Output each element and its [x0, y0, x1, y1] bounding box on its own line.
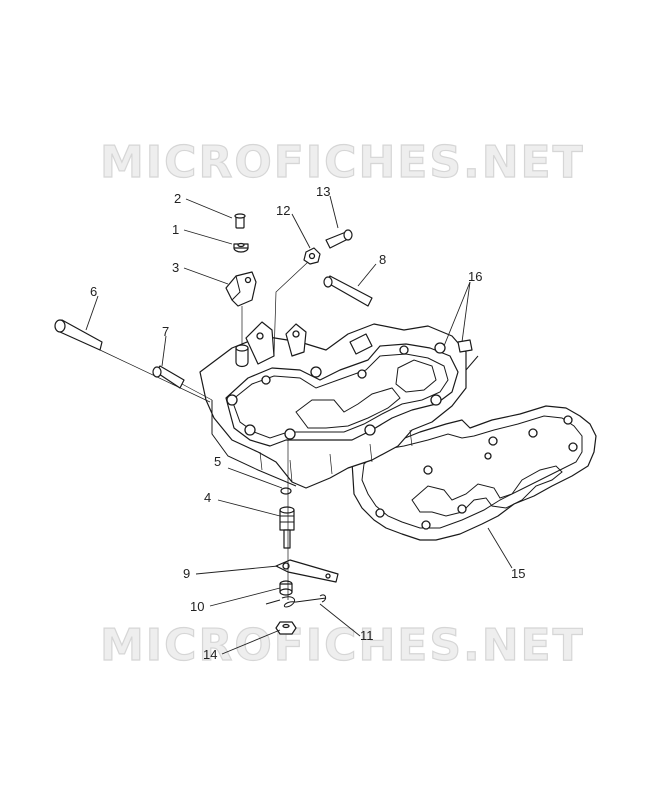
- leader-lines: [85, 195, 513, 655]
- callout-1: 1: [172, 222, 179, 237]
- bolt-13: [325, 229, 353, 249]
- bolt-8: [323, 275, 373, 307]
- lever-9: [275, 559, 339, 583]
- callout-12: 12: [276, 203, 290, 218]
- shaft-4: [279, 506, 295, 549]
- bolt-6: [54, 319, 211, 403]
- screw-2: [234, 213, 246, 229]
- callout-15: 15: [511, 566, 525, 581]
- callout-14: 14: [203, 647, 217, 662]
- callout-3: 3: [172, 260, 179, 275]
- callout-5: 5: [214, 454, 221, 469]
- nut-12: [273, 247, 321, 357]
- callout-7: 7: [162, 324, 169, 339]
- bolt-7: [152, 365, 213, 401]
- nut-14: [275, 621, 297, 635]
- callout-4: 4: [204, 490, 211, 505]
- callout-2: 2: [174, 191, 181, 206]
- spring-11: [265, 594, 327, 608]
- callout-labels: 1 2 3 4 5 6 7 8 9 10 11 12 13 14 15 16: [90, 184, 525, 662]
- watermark-bottom: MICROFICHES.NET: [100, 620, 585, 671]
- callout-16: 16: [468, 269, 482, 284]
- callout-10: 10: [190, 599, 204, 614]
- gasket: [351, 405, 597, 541]
- callout-8: 8: [379, 252, 386, 267]
- callout-9: 9: [183, 566, 190, 581]
- manifold-body: [199, 321, 479, 489]
- washer-1: [233, 242, 249, 253]
- callout-11: 11: [360, 628, 374, 643]
- washer-5: [280, 487, 292, 495]
- callout-13: 13: [316, 184, 330, 199]
- bracket-3: [225, 271, 257, 344]
- watermark-top: MICROFICHES.NET: [100, 137, 585, 188]
- bushing-10: [279, 580, 293, 596]
- callout-6: 6: [90, 284, 97, 299]
